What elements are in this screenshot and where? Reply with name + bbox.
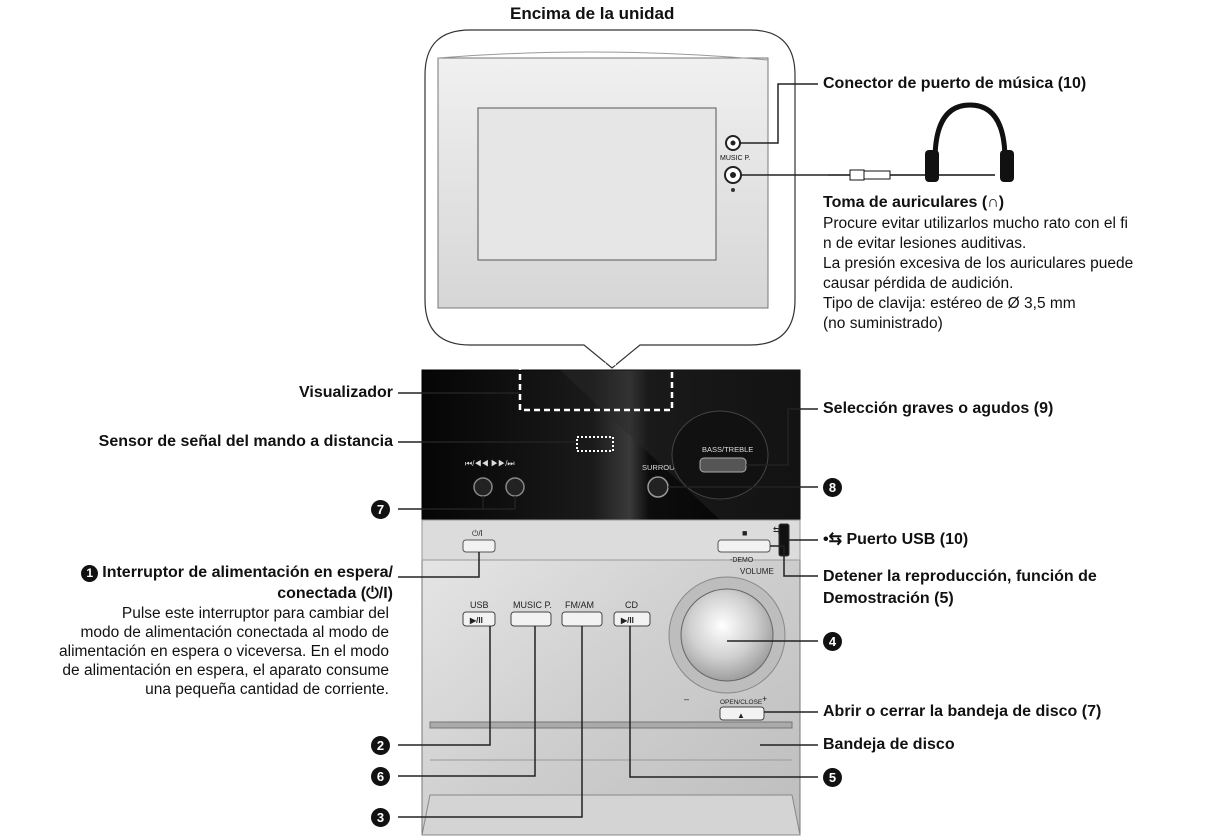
number-1: 1 bbox=[81, 565, 99, 582]
volume-plus-label: + bbox=[762, 694, 767, 704]
headphones-note-2: n de evitar lesiones auditivas. bbox=[823, 235, 1027, 252]
label-power-text: Interruptor de alimentación en espera/ bbox=[102, 564, 393, 581]
label-usb-port-text: Puerto USB (10) bbox=[846, 531, 969, 548]
headphones-illustration bbox=[925, 102, 1014, 182]
headphones-note-6: (no suministrado) bbox=[823, 315, 943, 332]
number-7: 7 bbox=[371, 500, 390, 519]
label-bass-treble: Selección graves o agudos (9) bbox=[823, 400, 1054, 417]
headphone-plug bbox=[828, 169, 925, 181]
label-headphones-title: Toma de auriculares (∩) bbox=[823, 194, 1005, 211]
headphones-note-3: La presión excesiva de los auriculares p… bbox=[823, 255, 1134, 272]
music-port-tag: MUSIC P. bbox=[720, 155, 750, 162]
leader-bass-treble bbox=[746, 408, 818, 466]
label-power-2: conectada (⏻/I) bbox=[277, 585, 393, 602]
power-label: ⏻/I bbox=[472, 529, 483, 538]
volume-minus-label: – bbox=[684, 694, 689, 704]
display-window bbox=[518, 362, 674, 412]
leader-usb-play bbox=[398, 626, 491, 746]
skip-back-button[interactable] bbox=[473, 477, 493, 497]
stop-label: ■ bbox=[742, 528, 747, 538]
label-display: Visualizador bbox=[299, 384, 393, 401]
leader-stop-demo bbox=[770, 545, 818, 577]
volume-knob[interactable] bbox=[680, 588, 774, 682]
label-remote-sensor: Sensor de señal del mando a distancia bbox=[98, 433, 393, 450]
label-disc-tray: Bandeja de disco bbox=[823, 736, 955, 753]
power-button[interactable] bbox=[462, 539, 496, 553]
volume-label: VOLUME bbox=[740, 567, 774, 576]
power-desc-4: de alimentación en espera, el aparato co… bbox=[62, 662, 389, 679]
leader-fm-am bbox=[398, 626, 583, 818]
label-usb-port: •⇆ Puerto USB (10) bbox=[823, 530, 968, 550]
bass-treble-label: BASS/TREBLE bbox=[702, 445, 753, 454]
stop-demo-button[interactable] bbox=[717, 539, 771, 553]
bass-treble-dial bbox=[671, 410, 769, 500]
eject-glyph: ▲ bbox=[737, 711, 745, 720]
disc-tray-slot bbox=[429, 721, 793, 729]
leader-cd bbox=[629, 626, 818, 778]
number-4: 4 bbox=[823, 632, 842, 651]
usb-play-button[interactable] bbox=[462, 611, 496, 627]
usb-play-glyph: ▶/II bbox=[469, 616, 483, 625]
usb-button-label: USB bbox=[470, 600, 489, 610]
music-p-button-label: MUSIC P. bbox=[513, 600, 552, 610]
bottom-base bbox=[421, 794, 801, 836]
number-2: 2 bbox=[371, 736, 390, 755]
cd-play-button[interactable] bbox=[613, 611, 651, 627]
headphones-note-4: causar pérdida de audición. bbox=[823, 275, 1014, 292]
label-music-port: Conector de puerto de música (10) bbox=[823, 75, 1087, 92]
label-stop-demo-1: Detener la reproducción, función de bbox=[823, 568, 1097, 585]
label-open-close: Abrir o cerrar la bandeja de disco (7) bbox=[823, 703, 1102, 720]
label-stop-demo-2: Demostración (5) bbox=[823, 590, 954, 607]
skip-buttons-label: ⏮/◀◀ ▶▶/⏭ bbox=[465, 459, 515, 468]
cd-lid-outline bbox=[477, 107, 717, 261]
demo-label: -DEMO bbox=[730, 557, 754, 564]
usb-symbol: ⇆ bbox=[773, 525, 781, 535]
skip-forward-button[interactable] bbox=[505, 477, 525, 497]
cd-play-glyph: ▶/II bbox=[620, 616, 634, 625]
number-8: 8 bbox=[823, 478, 842, 497]
fm-am-button-label: FM/AM bbox=[565, 600, 594, 610]
music-p-button[interactable] bbox=[510, 611, 552, 627]
bass-treble-button[interactable] bbox=[699, 457, 747, 473]
usb-icon: •⇆ bbox=[823, 531, 847, 548]
headphones-note-5: Tipo de clavija: estéreo de Ø 3,5 mm bbox=[823, 295, 1076, 312]
number-6: 6 bbox=[371, 767, 390, 786]
leader-music-p bbox=[398, 626, 536, 777]
diagram-title: Encima de la unidad bbox=[510, 4, 675, 23]
power-desc-5: una pequeña cantidad de corriente. bbox=[145, 681, 389, 698]
open-close-button[interactable] bbox=[719, 706, 765, 721]
headphones-note-1: Procure evitar utilizarlos mucho rato co… bbox=[823, 215, 1128, 232]
number-5: 5 bbox=[823, 768, 842, 787]
leader-power bbox=[398, 552, 480, 578]
cd-button-label: CD bbox=[625, 600, 638, 610]
open-close-label: OPEN/CLOSE bbox=[720, 699, 763, 706]
surround-label: SURROUND bbox=[642, 463, 686, 472]
power-desc-1: Pulse este interruptor para cambiar del bbox=[121, 605, 389, 622]
leader-music-port bbox=[740, 83, 818, 144]
remote-sensor-window bbox=[576, 436, 614, 452]
fm-am-button[interactable] bbox=[561, 611, 603, 627]
power-desc-2: modo de alimentación conectada al modo d… bbox=[80, 624, 389, 641]
surround-button[interactable] bbox=[647, 476, 669, 498]
number-3: 3 bbox=[371, 808, 390, 827]
power-desc-3: alimentación en espera o viceversa. En e… bbox=[59, 643, 389, 660]
